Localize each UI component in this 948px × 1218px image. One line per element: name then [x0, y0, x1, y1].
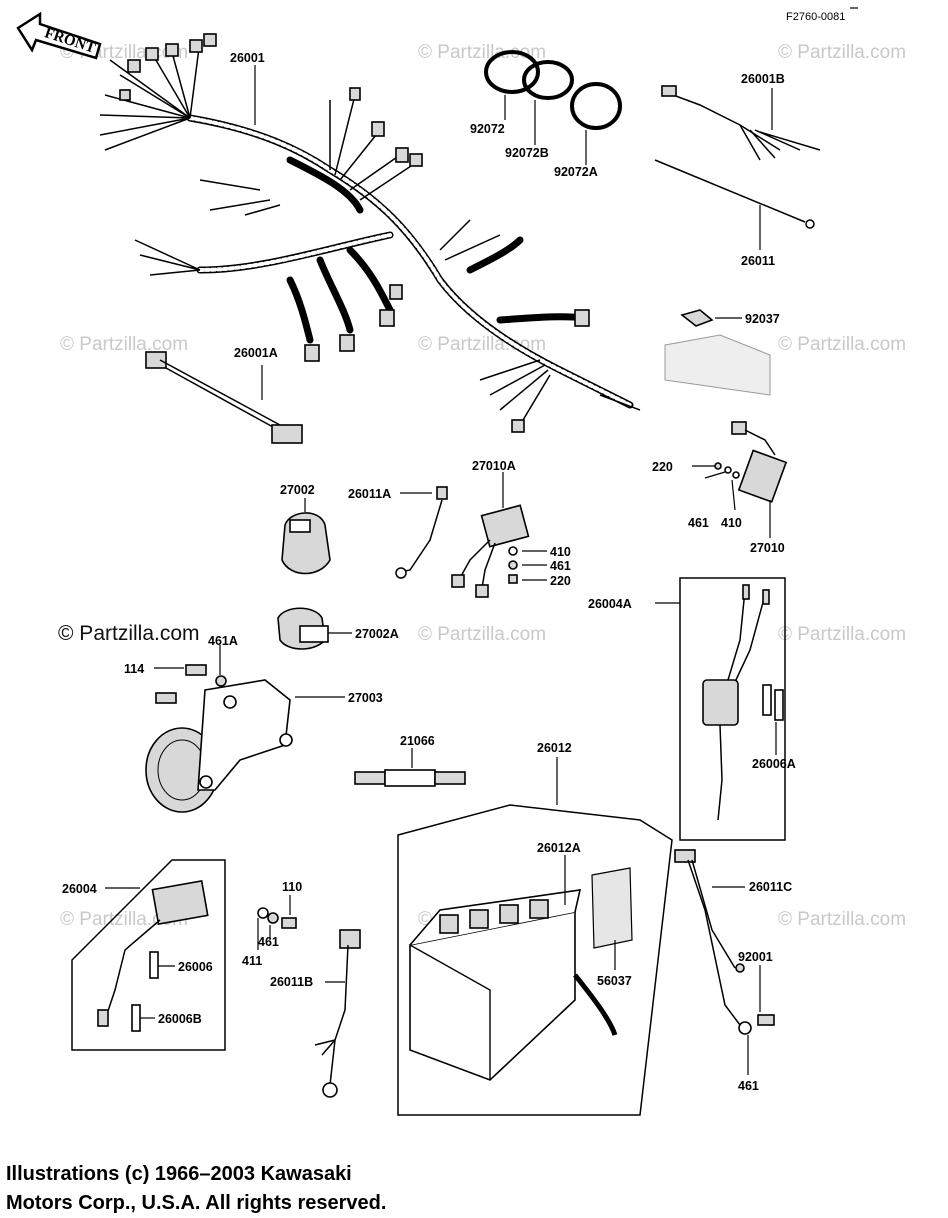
part-label-26004a: 26004A — [588, 597, 632, 611]
part-label-26011: 26011 — [741, 254, 775, 268]
part-label-92072a: 92072A — [554, 165, 598, 179]
sub-harness-26001a-drawing — [145, 351, 303, 444]
copyright-line-1: Illustrations (c) 1966–2003 Kawasaki — [6, 1163, 352, 1185]
part-label-114: 114 — [124, 662, 144, 676]
lead-26011-drawing — [654, 159, 815, 250]
part-label-220: 220 — [550, 574, 571, 588]
part-label-26006b: 26006B — [158, 1012, 202, 1026]
part-label-21066: 21066 — [400, 734, 435, 748]
watermark: © Partzilla.com — [778, 909, 906, 930]
bolts-110-group-drawing — [257, 895, 297, 950]
part-label-26011a: 26011A — [348, 487, 391, 501]
part-label-92037: 92037 — [745, 312, 780, 326]
watermark: © Partzilla.com — [60, 334, 188, 355]
copyright-notice: Illustrations (c) 1966–2003 Kawasaki Mot… — [6, 1160, 386, 1218]
part-label-26011b: 26011B — [270, 975, 313, 989]
part-label-27010a: 27010A — [472, 459, 516, 473]
relay-27010a-drawing — [451, 472, 547, 598]
part-label-92072: 92072 — [470, 122, 505, 136]
circlips-drawing — [484, 50, 622, 165]
igniter-26004-drawing — [71, 859, 226, 1051]
part-label-27002: 27002 — [280, 483, 315, 497]
part-label-56037: 56037 — [597, 974, 632, 988]
part-label-26012: 26012 — [537, 741, 572, 755]
part-label-410: 410 — [721, 516, 742, 530]
fuse-21066-drawing — [354, 748, 466, 787]
part-label-27003: 27003 — [348, 691, 383, 705]
front-arrow-icon: FRONT — [16, 11, 102, 60]
main-harness-drawing — [99, 33, 641, 433]
part-label-26006: 26006 — [178, 960, 213, 974]
figure-code: F2760-0081 — [786, 11, 845, 23]
part-label-461: 461 — [688, 516, 709, 530]
part-label-26001: 26001 — [230, 51, 265, 65]
part-label-461: 461 — [258, 935, 279, 949]
watermark: © Partzilla.com — [778, 624, 906, 645]
part-label-461: 461 — [550, 559, 571, 573]
clamp-92037-drawing — [664, 309, 771, 396]
part-label-461: 461 — [738, 1079, 759, 1093]
copyright-line-2: Motors Corp., U.S.A. All rights reserved… — [6, 1192, 387, 1214]
part-labels: 26001 92072 92072B 92072A 26001B 26011 9… — [62, 51, 796, 1093]
part-label-26001a: 26001A — [234, 346, 278, 360]
part-label-26001b: 26001B — [741, 72, 785, 86]
watermark: © Partzilla.com — [418, 334, 546, 355]
part-label-27002a: 27002A — [355, 627, 399, 641]
part-label-110: 110 — [282, 880, 302, 894]
sub-harness-26001b-drawing — [661, 85, 821, 161]
part-label-92001: 92001 — [738, 950, 773, 964]
lead-26011b-drawing — [314, 929, 361, 1098]
relay-27010-drawing — [692, 421, 788, 538]
watermark: © Partzilla.com — [778, 42, 906, 63]
part-label-26011c: 26011C — [749, 880, 792, 894]
part-label-411: 411 — [242, 954, 262, 968]
part-label-27010: 27010 — [750, 541, 785, 555]
relay-27002-drawing — [281, 498, 331, 575]
watermark: © Partzilla.com — [778, 334, 906, 355]
watermark: © Partzilla.com — [418, 42, 546, 63]
part-label-220: 220 — [652, 460, 673, 474]
watermark: © Partzilla.com — [58, 622, 200, 645]
battery-26012-drawing — [397, 757, 673, 1116]
part-label-461a: 461A — [208, 634, 238, 648]
lead-26011c-drawing — [674, 849, 775, 1075]
part-label-26006a: 26006A — [752, 757, 796, 771]
part-label-26012a: 26012A — [537, 841, 581, 855]
igniter-26004a-drawing — [655, 577, 786, 841]
lead-26011a-drawing — [395, 486, 448, 579]
part-label-410: 410 — [550, 545, 571, 559]
part-label-26004: 26004 — [62, 882, 97, 896]
part-label-92072b: 92072B — [505, 146, 549, 160]
watermark: © Partzilla.com — [418, 624, 546, 645]
horn-27003-drawing — [145, 645, 345, 813]
relay-27002a-drawing — [277, 607, 352, 650]
